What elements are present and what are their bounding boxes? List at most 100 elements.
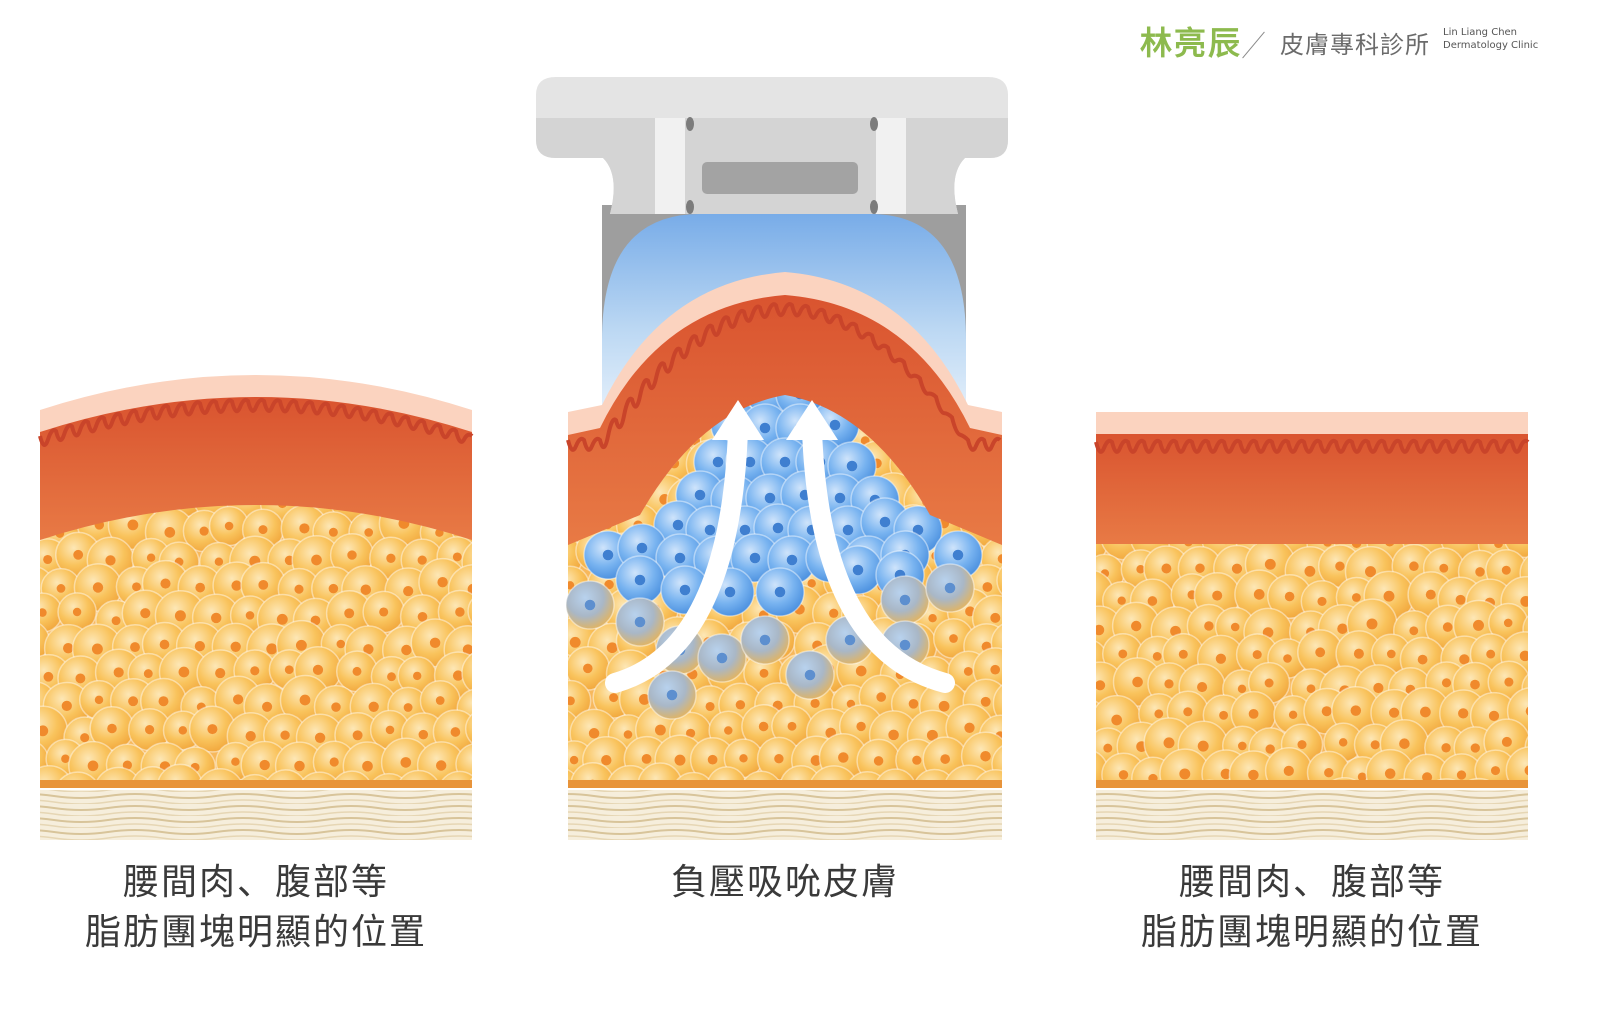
fat-cell-nucleus: [111, 616, 121, 626]
fat-cell-nucleus: [347, 550, 357, 560]
fat-cell-nucleus: [787, 721, 797, 731]
fat-cell-nucleus: [856, 721, 866, 732]
epidermis: [568, 272, 1002, 435]
fat-cell-nucleus: [1026, 373, 1036, 383]
fat-cell-nucleus: [606, 642, 618, 654]
fat-cell-nucleus: [938, 700, 950, 712]
fat-cell-nucleus: [1179, 768, 1191, 780]
fat-cell-nucleus: [1083, 539, 1092, 548]
fat-cell: [706, 766, 748, 785]
fat-cell-nucleus: [107, 723, 117, 734]
fat-cell-nucleus: [145, 725, 155, 735]
fat-cell-nucleus: [1352, 593, 1361, 602]
fat-cell-nucleus: [1197, 682, 1208, 693]
fat-cell-nucleus: [352, 730, 363, 741]
fat-cell-nucleus: [585, 378, 596, 389]
fat-cell-nucleus: [80, 733, 90, 743]
connective-lines: [40, 790, 472, 840]
fat-cell-nucleus: [299, 694, 311, 706]
fat-cell-nucleus: [1014, 576, 1023, 585]
dermis-papillae: [1094, 438, 1530, 454]
fat-cell-nucleus: [1383, 590, 1395, 602]
fat-cell-nucleus: [888, 729, 899, 741]
fat-cell-nucleus: [928, 613, 937, 623]
fat-cell-nucleus: [482, 557, 493, 568]
fat-cell-nucleus: [556, 669, 565, 678]
fat-cell-nucleus: [122, 760, 132, 770]
cooled-fat-cell-nucleus: [759, 422, 771, 434]
panel-normal-left: [26, 375, 493, 840]
fat-cell: [998, 395, 1002, 432]
fat-cell-nucleus: [231, 580, 242, 591]
fat-cell-nucleus: [436, 760, 447, 771]
fat-cell-nucleus: [178, 666, 190, 678]
caption-right: 腰間肉、腹部等 脂肪團塊明顯的位置: [1096, 858, 1528, 958]
fat-cell-nucleus: [1248, 708, 1259, 719]
fat-cell-nucleus: [1539, 625, 1548, 634]
cooling-fat-cell-nucleus: [666, 689, 678, 701]
fat-cell-nucleus: [1118, 770, 1129, 780]
brand-english: Lin Liang Chen Dermatology Clinic: [1443, 26, 1538, 52]
fat-cell-nucleus: [467, 583, 472, 595]
fat-cell-nucleus: [344, 608, 355, 619]
fat-cell-nucleus: [963, 666, 973, 676]
caption-left-line2: 脂肪團塊明顯的位置: [84, 912, 427, 953]
fat-cell-nucleus: [26, 813, 35, 822]
fat-cell-nucleus: [1538, 684, 1547, 693]
fat-cell-nucleus: [258, 525, 268, 535]
applicator-display: [702, 162, 858, 194]
fat-cell-nucleus: [259, 759, 270, 771]
fat-cell-nucleus: [418, 729, 429, 740]
fat-cell-nucleus: [873, 756, 884, 766]
suction-arrows: [605, 400, 955, 693]
arrow-head-icon: [712, 400, 764, 440]
fat-cell-nucleus: [860, 436, 870, 446]
cooled-fat-cell-nucleus: [774, 586, 786, 598]
fat-cell-nucleus: [1337, 623, 1348, 634]
fat-cell-nucleus: [43, 554, 53, 565]
dermis: [40, 395, 472, 540]
fat-cell-nucleus: [908, 698, 919, 709]
fat-cell-nucleus: [966, 373, 976, 383]
fat-cell-nucleus: [1455, 594, 1466, 605]
fat-cell-nucleus: [250, 666, 260, 676]
fat-cell: [461, 536, 472, 589]
screw-icon: [870, 117, 878, 131]
fat-cell-nucleus: [245, 731, 256, 742]
fat-cell-nucleus: [926, 729, 938, 741]
fat-cell-nucleus: [280, 730, 290, 740]
fat-cell-nucleus: [1170, 625, 1181, 637]
cooled-fat-cell-nucleus: [674, 552, 686, 564]
fat-cell-nucleus: [807, 579, 816, 588]
fat-cell-nucleus: [480, 668, 490, 678]
fat-cell-nucleus: [1008, 638, 1018, 648]
fat-cell: [1505, 746, 1528, 785]
fat-cell-nucleus: [1253, 589, 1265, 600]
fat-cell: [992, 678, 1002, 729]
fat-cell-nucleus: [284, 665, 294, 675]
fat-cell-nucleus: [295, 639, 307, 651]
applicator-column-right: [876, 118, 906, 214]
fat-cell-nucleus: [1542, 743, 1551, 752]
fat-cell-nucleus: [310, 615, 321, 626]
fat-cell-nucleus: [1219, 710, 1229, 720]
brand-name: 林亮辰: [1140, 24, 1243, 62]
fat-cell-nucleus: [838, 752, 849, 763]
fat-cell-nucleus: [160, 578, 171, 589]
fat-cell-nucleus: [403, 703, 413, 712]
cooled-fat-cell-nucleus: [786, 554, 798, 566]
fat-cell-nucleus: [1365, 566, 1376, 578]
fat-cell: [1521, 673, 1528, 704]
fat-cell-nucleus: [949, 634, 958, 643]
fat-cell-nucleus: [194, 640, 206, 652]
fat-cell-nucleus: [705, 701, 715, 712]
fat-cell-nucleus: [1501, 565, 1511, 575]
fat-cell-nucleus: [231, 757, 240, 766]
fat-cell-nucleus: [1164, 679, 1174, 689]
fat-cell-nucleus: [1014, 408, 1022, 416]
fat-cell-nucleus: [568, 581, 575, 590]
fat-cell-nucleus: [385, 725, 395, 735]
fat-cell-nucleus: [417, 555, 427, 565]
fat-cell: [1503, 540, 1528, 559]
fat-cell-nucleus: [1082, 766, 1091, 775]
